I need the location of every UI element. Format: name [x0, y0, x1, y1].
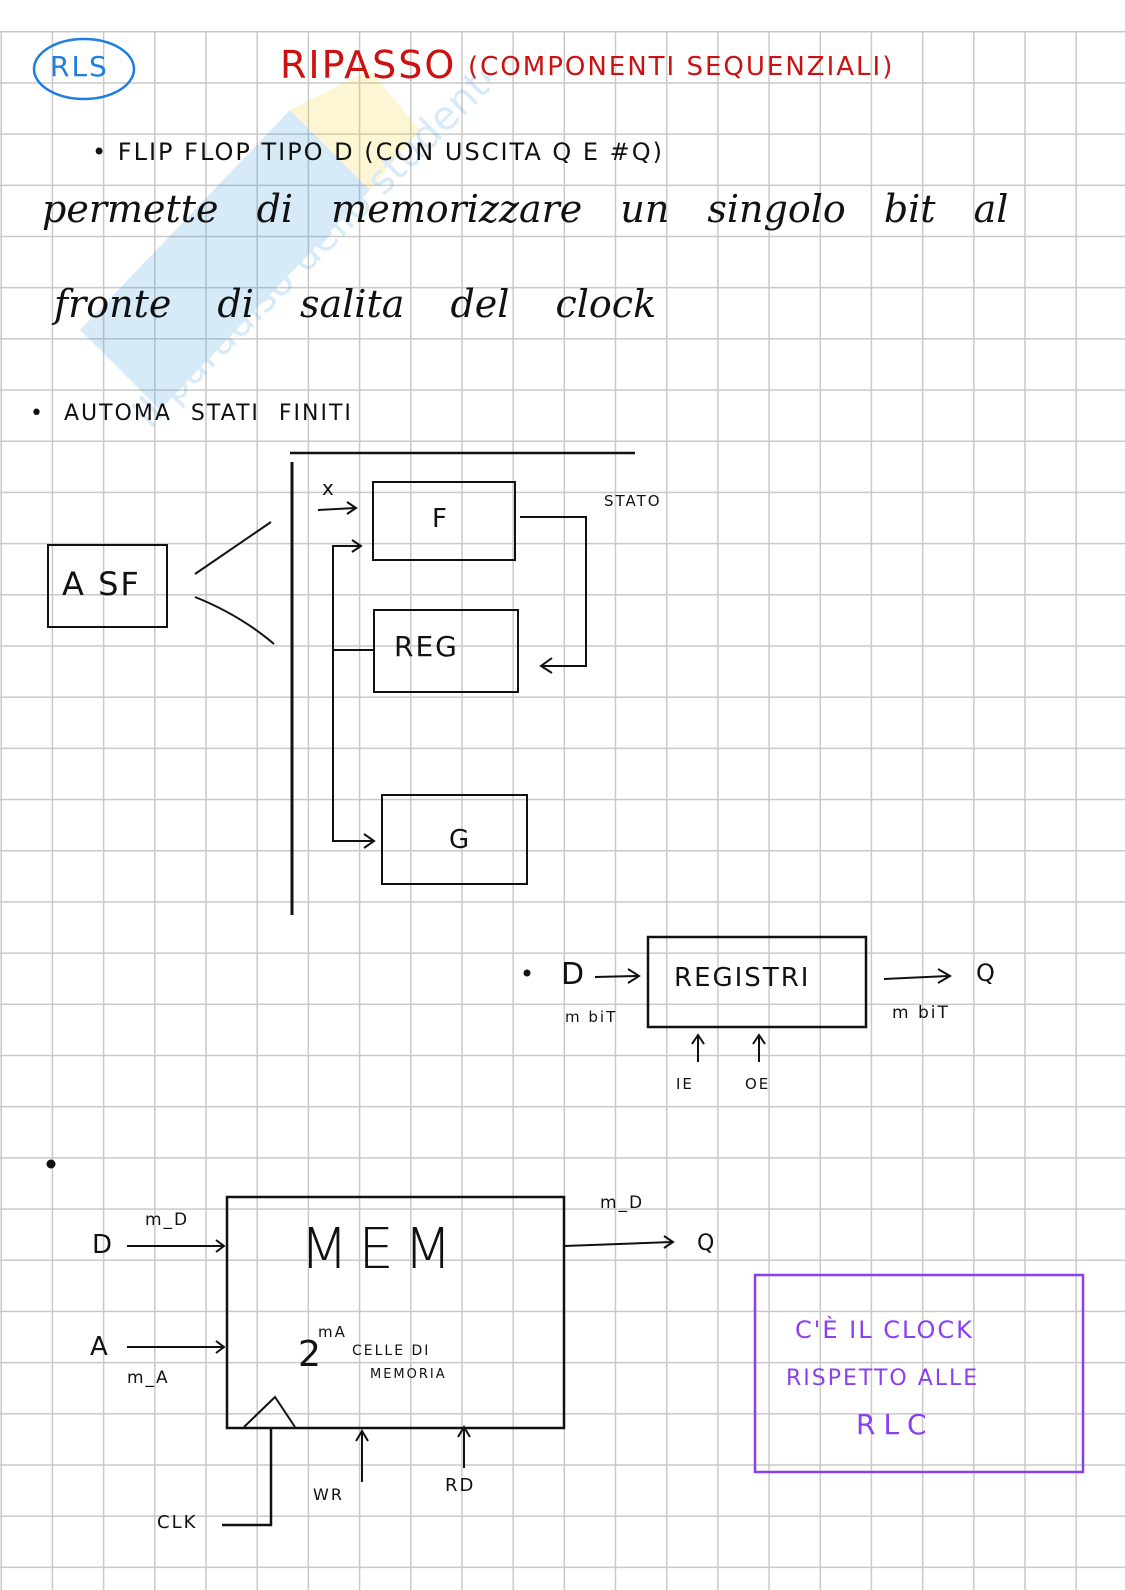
note-line2: RISPETTO ALLE: [786, 1366, 980, 1391]
oe-arrow: [752, 1033, 766, 1062]
register-bullet: [523, 969, 531, 977]
rls-badge: RLS: [50, 50, 109, 83]
register-input-width: m biT: [565, 1008, 618, 1026]
clk-label: CLK: [157, 1512, 198, 1533]
mem-addr-width: m_A: [127, 1368, 170, 1388]
wr-label: WR: [313, 1485, 344, 1504]
register-output-arrow: [883, 968, 952, 984]
asf-expand-line-bottom: [194, 596, 275, 645]
registri-box: [646, 935, 868, 1029]
rd-arrow: [457, 1425, 471, 1468]
page-subtitle: (COMPONENTI SEQUENZIALI): [468, 52, 895, 82]
badge-ellipse: [32, 37, 136, 101]
mem-data-width: m_D: [145, 1210, 190, 1230]
g-block-label: G: [449, 825, 472, 855]
mem-cells-line1: CELLE DI: [352, 1343, 431, 1359]
registri-label: REGISTRI: [674, 963, 811, 993]
mem-box: [225, 1195, 566, 1430]
register-input-label: D: [561, 957, 587, 992]
mem-cells-line2: MEMORIA: [370, 1367, 447, 1382]
clk-line: [222, 1427, 273, 1527]
stato-label: STATO: [604, 492, 662, 510]
memory-bullet: [46, 1159, 56, 1169]
graph-paper-grid: [0, 31, 1125, 1590]
clock-triangle: [243, 1395, 296, 1428]
feedback-arrow: [520, 516, 587, 674]
state-to-f-arrow: [332, 539, 374, 651]
asf-label: A SF: [62, 565, 141, 603]
register-output-label: Q: [976, 959, 997, 987]
note-box: [753, 1273, 1085, 1474]
rd-label: RD: [445, 1475, 476, 1496]
flipflop-description-line1: permette di memorizzare un singolo bit a…: [42, 187, 1009, 231]
note-line1: C'È IL CLOCK: [795, 1316, 974, 1344]
mem-addr-in-arrow: [127, 1340, 226, 1354]
state-to-g-arrow: [332, 650, 376, 849]
note-line3: RLC: [856, 1408, 935, 1441]
f-box: [372, 481, 516, 561]
page-title: RIPASSO: [280, 43, 457, 87]
f-block-label: F: [432, 504, 449, 534]
flipflop-heading: • FLIP FLOP TIPO D (CON USCITA Q E #Q): [92, 138, 665, 166]
mem-cells-exponent: mA: [318, 1323, 347, 1341]
mem-data-input-label: D: [92, 1230, 115, 1260]
oe-label: OE: [745, 1075, 771, 1093]
x-input-label: x: [322, 476, 336, 500]
mem-out-arrow: [563, 1235, 675, 1249]
mem-data-in-arrow: [127, 1239, 226, 1253]
ie-arrow: [691, 1033, 705, 1062]
ie-label: IE: [676, 1075, 694, 1093]
asf-box: [47, 544, 168, 628]
register-input-arrow: [594, 968, 641, 984]
flipflop-description-line2: fronte di salita del clock: [54, 282, 657, 326]
reg-block-label: REG: [394, 630, 459, 663]
mem-addr-input-label: A: [90, 1332, 110, 1362]
mem-block-title: MEM: [300, 1217, 463, 1282]
mem-output-width: m_D: [600, 1193, 645, 1213]
fsm-heading: • AUTOMA STATI FINITI: [30, 401, 353, 426]
wr-arrow: [355, 1429, 369, 1482]
asf-expand-line-top: [194, 521, 272, 575]
mem-cells-base: 2: [298, 1334, 323, 1375]
register-output-width: m biT: [892, 1003, 950, 1023]
g-box: [381, 794, 528, 885]
mem-output-label: Q: [697, 1231, 717, 1256]
x-input-arrow: [317, 501, 358, 515]
